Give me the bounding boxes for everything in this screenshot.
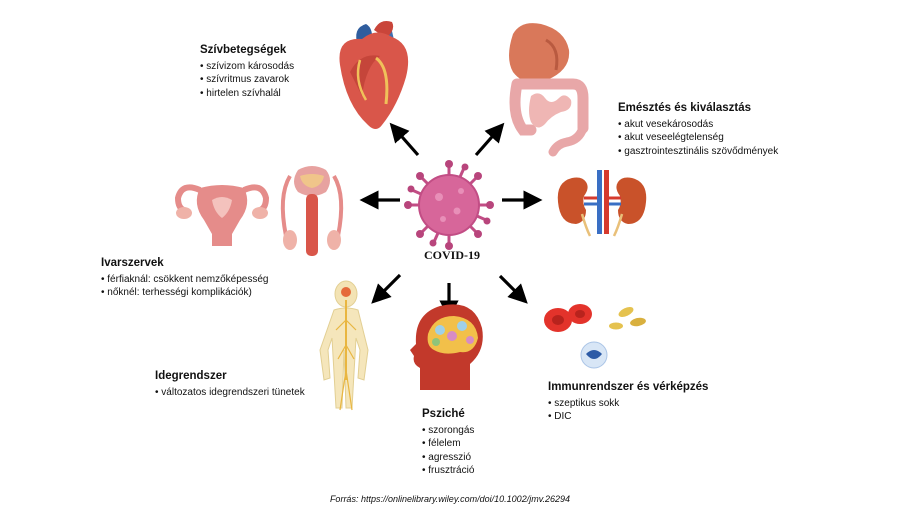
group-psyche: Psziché szorongás félelem agresszió frus…: [422, 408, 474, 478]
group-digestion-item: gasztrointesztinális szövődmények: [618, 145, 778, 159]
group-reproductive-title: Ivarszervek: [101, 257, 164, 269]
group-heart-item: hirtelen szívhalál: [200, 87, 294, 101]
blood-cells-icon: [544, 304, 646, 369]
digestive-icon: [509, 23, 589, 157]
male-reproductive-icon: [280, 166, 344, 256]
group-heart: Szívbetegségek szívizom károsodás szívri…: [200, 44, 294, 100]
group-psyche-title: Psziché: [422, 408, 465, 420]
group-reproductive: Ivarszervek férfiaknál: csökkent nemzőké…: [101, 257, 268, 300]
group-digestion-title: Emésztés és kiválasztás: [618, 102, 751, 114]
group-nervous-title: Idegrendszer: [155, 370, 227, 382]
group-reproductive-item: férfiaknál: csökkent nemzőképesség: [101, 273, 268, 287]
group-psyche-item: agresszió: [422, 451, 474, 465]
arrows: [359, 122, 543, 320]
head-brain-icon: [410, 304, 483, 390]
nervous-system-icon: [319, 280, 369, 411]
group-digestion: Emésztés és kiválasztás akut vesekárosod…: [618, 102, 778, 158]
heart-icon: [339, 21, 409, 129]
female-reproductive-icon: [174, 184, 270, 246]
arrow-to-heart: [389, 122, 420, 157]
arrow-to-immune: [498, 274, 528, 304]
group-immune: Immunrendszer és vérképzés szeptikus sok…: [548, 381, 708, 424]
group-nervous: Idegrendszer változatos idegrendszeri tü…: [155, 370, 305, 399]
kidney-icon: [557, 170, 647, 237]
arrow-to-digestive: [474, 122, 505, 157]
group-psyche-item: frusztráció: [422, 464, 474, 478]
group-immune-item: DIC: [548, 410, 708, 424]
group-reproductive-item: nőknél: terhességi komplikációk): [101, 286, 268, 300]
virus-icon: [404, 160, 494, 250]
group-digestion-item: akut veseelégtelenség: [618, 131, 778, 145]
group-immune-title: Immunrendszer és vérképzés: [548, 381, 709, 393]
group-psyche-item: szorongás: [422, 424, 474, 438]
group-psyche-item: félelem: [422, 437, 474, 451]
group-heart-item: szívizom károsodás: [200, 60, 294, 74]
group-heart-item: szívritmus zavarok: [200, 73, 294, 87]
group-digestion-item: akut vesekárosodás: [618, 118, 778, 132]
group-immune-item: szeptikus sokk: [548, 397, 708, 411]
arrow-to-nervous: [371, 273, 402, 304]
source-citation: Forrás: https://onlinelibrary.wiley.com/…: [329, 494, 571, 504]
group-heart-title: Szívbetegségek: [200, 44, 287, 56]
covid-label: COVID-19: [424, 248, 480, 262]
group-nervous-item: változatos idegrendszeri tünetek: [155, 386, 304, 400]
